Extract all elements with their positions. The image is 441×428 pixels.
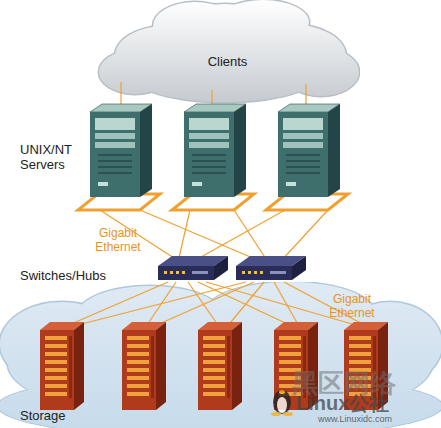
diagram-label: Switches/Hubs [20,268,140,283]
watermark-text: www.Linuxidc.com [318,414,438,424]
diagram-label: Gigabit Ethernet [322,292,382,320]
storage-tower [40,322,84,410]
network-switch [158,256,228,280]
network-switch [236,256,306,280]
network-wire [62,82,370,328]
cloud-node: Clients [95,0,360,105]
watermark-text: Linux公社 [296,392,436,415]
storage-tower [122,322,166,410]
watermark-penguin [271,390,293,416]
cloud-label: Clients [95,54,360,69]
server-tower [90,104,152,197]
diagram-label: UNIX/NT Servers [20,142,82,172]
server-tower [278,104,340,197]
cloud-body [0,282,441,428]
diagram-label: Gigabit Ethernet [88,226,148,254]
cloud-body [99,0,359,102]
storage-tower [198,322,242,410]
cloud-label: Storage [20,408,100,423]
cloud-shape [95,0,360,105]
server-tower [184,104,246,197]
